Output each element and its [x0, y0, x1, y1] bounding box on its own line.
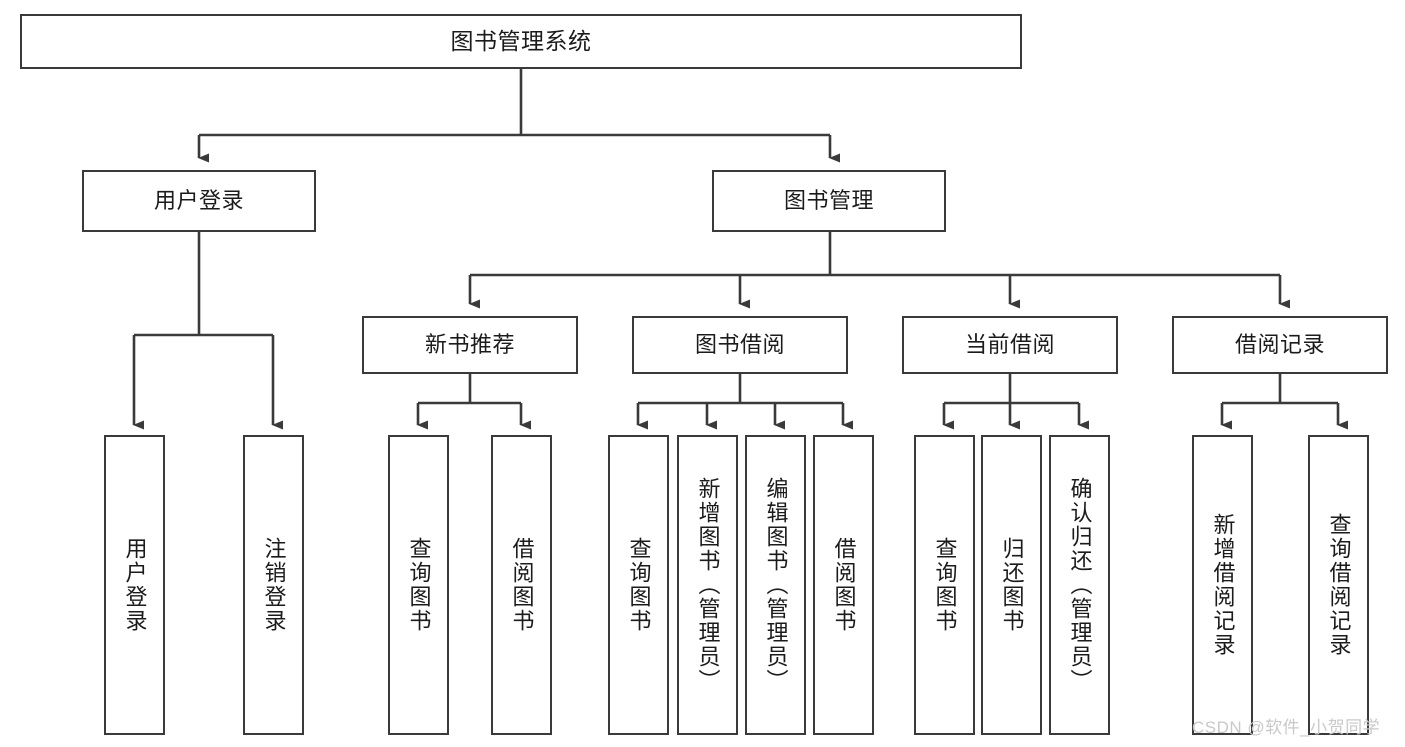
leaf-current-borrow-return-book[interactable]: 归还图书 [981, 435, 1042, 735]
watermark-text: CSDN @软件_小贺同学 [1192, 718, 1381, 737]
node-user-login[interactable]: 用户登录 [82, 170, 316, 232]
leaf-book-borrow-query-book[interactable]: 查询图书 [608, 435, 669, 735]
node-label: 查询图书 [932, 537, 958, 633]
node-label: 新书推荐 [424, 332, 515, 358]
node-label: 注销登录 [261, 537, 287, 633]
leaf-book-borrow-borrow-book[interactable]: 借阅图书 [813, 435, 874, 735]
leaf-new-book-query-book[interactable]: 查询图书 [388, 435, 449, 735]
leaf-new-book-borrow-book[interactable]: 借阅图书 [491, 435, 552, 735]
node-label: 图书管理 [783, 188, 874, 214]
leaf-current-borrow-confirm-return-admin[interactable]: 确认归还（管理员） [1049, 435, 1110, 735]
node-book-management[interactable]: 图书管理 [712, 170, 946, 232]
leaf-book-borrow-add-book-admin[interactable]: 新增图书（管理员） [677, 435, 738, 735]
node-label: 借阅图书 [831, 537, 857, 633]
node-label: 借阅图书 [509, 537, 535, 633]
node-borrow-record[interactable]: 借阅记录 [1172, 316, 1388, 374]
node-new-book-recommend[interactable]: 新书推荐 [362, 316, 578, 374]
node-label: 查询图书 [406, 537, 432, 633]
node-label: 归还图书 [999, 537, 1025, 633]
node-label: 编辑图书（管理员） [763, 477, 789, 693]
node-label: 新增图书（管理员） [695, 477, 721, 693]
leaf-current-borrow-query-book[interactable]: 查询图书 [914, 435, 975, 735]
node-root-book-management-system[interactable]: 图书管理系统 [20, 14, 1022, 69]
node-label: 查询图书 [626, 537, 652, 633]
node-label: 新增借阅记录 [1210, 513, 1236, 657]
node-label: 图书借阅 [694, 332, 785, 358]
node-label: 借阅记录 [1234, 332, 1325, 358]
leaf-borrow-record-query-record[interactable]: 查询借阅记录 [1308, 435, 1369, 735]
node-label: 用户登录 [153, 188, 244, 214]
node-label: 用户登录 [122, 537, 148, 633]
leaf-user-login-login[interactable]: 用户登录 [104, 435, 165, 735]
node-label: 图书管理系统 [450, 27, 592, 54]
leaf-book-borrow-edit-book-admin[interactable]: 编辑图书（管理员） [745, 435, 806, 735]
node-label: 当前借阅 [964, 332, 1055, 358]
leaf-user-login-logout[interactable]: 注销登录 [243, 435, 304, 735]
node-label: 确认归还（管理员） [1067, 477, 1093, 693]
leaf-borrow-record-add-record[interactable]: 新增借阅记录 [1192, 435, 1253, 735]
node-book-borrow[interactable]: 图书借阅 [632, 316, 848, 374]
node-label: 查询借阅记录 [1326, 513, 1352, 657]
node-current-borrow[interactable]: 当前借阅 [902, 316, 1118, 374]
